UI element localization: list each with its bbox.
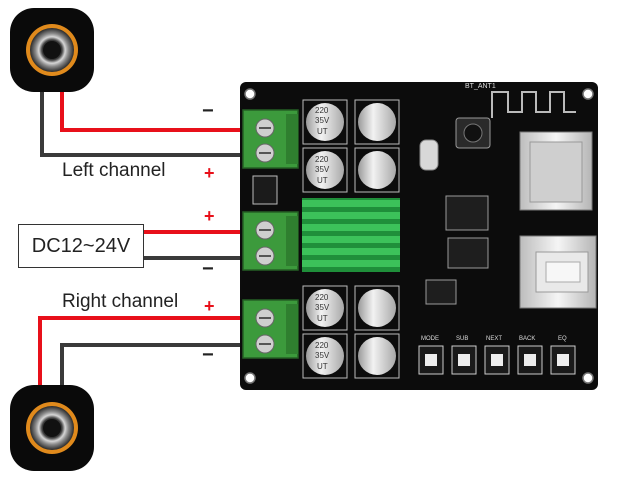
svg-text:220: 220 [315, 155, 329, 164]
left-plus-sign: + [204, 163, 215, 183]
heatsink [302, 198, 400, 272]
svg-text:UT: UT [317, 314, 328, 323]
power-minus-sign: − [202, 258, 214, 280]
svg-text:UT: UT [317, 127, 328, 136]
terminal-right-output [242, 299, 299, 359]
diode [252, 175, 278, 205]
right-minus-sign: − [202, 344, 214, 366]
right-speaker-icon [10, 385, 94, 471]
svg-text:220: 220 [315, 293, 329, 302]
svg-text:220: 220 [315, 341, 329, 350]
svg-text:35V: 35V [315, 116, 330, 125]
terminal-power-input [242, 211, 299, 271]
svg-text:35V: 35V [315, 303, 330, 312]
button-label-back: BACK [519, 336, 535, 342]
amplifier-board: BT_ANT1 [240, 82, 598, 390]
button-label-next: NEXT [486, 336, 502, 342]
wire-right-positive [38, 316, 258, 388]
wire-left-positive [60, 85, 258, 132]
right-plus-sign: + [204, 296, 215, 316]
svg-text:UT: UT [317, 176, 328, 185]
button-label-mode: MODE [421, 336, 439, 342]
terminal-left-output [242, 109, 299, 169]
svg-text:35V: 35V [315, 165, 330, 174]
power-input-label: DC12~24V [18, 224, 144, 268]
bluetooth-chip [445, 195, 489, 231]
usb-port [519, 235, 597, 309]
svg-text:UT: UT [317, 362, 328, 371]
capacitor-group-top: 220 35V UT 220 35V UT [302, 99, 400, 193]
button-label-sub: SUB [456, 336, 468, 342]
button-label-eq: EQ [558, 336, 567, 342]
control-buttons: MODE SUB NEXT BACK EQ [418, 336, 576, 375]
regulator [425, 279, 457, 305]
left-channel-label: Left channel [62, 160, 166, 181]
left-speaker-icon [10, 8, 94, 92]
sd-card-slot [519, 131, 593, 211]
antenna-label: BT_ANT1 [465, 83, 496, 90]
svg-text:35V: 35V [315, 351, 330, 360]
right-channel-label: Right channel [62, 291, 179, 312]
capacitor-group-bottom: 220 35V UT 220 35V UT [302, 285, 400, 379]
wire-right-negative [60, 343, 258, 388]
bluetooth-antenna-trace [491, 91, 576, 118]
svg-text:220: 220 [315, 106, 329, 115]
left-minus-sign: − [202, 100, 214, 122]
decoder-chip [447, 237, 489, 269]
power-plus-sign: + [204, 206, 215, 226]
crystal [419, 139, 439, 171]
wire-left-negative [40, 85, 258, 157]
wires [38, 85, 258, 388]
